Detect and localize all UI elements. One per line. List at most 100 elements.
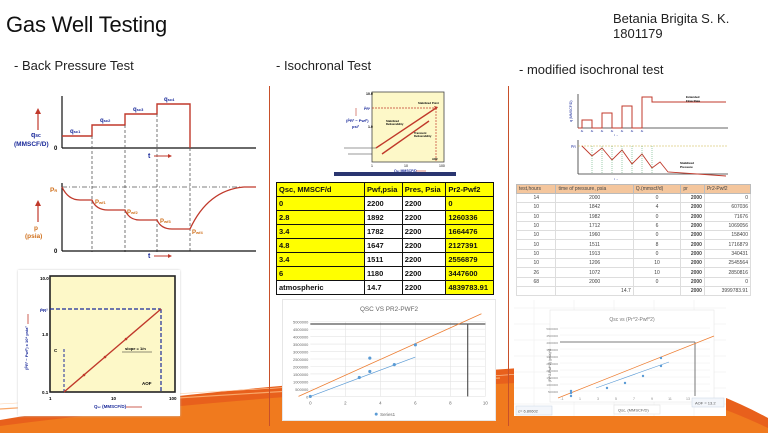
svg-text:3000000: 3000000 bbox=[546, 355, 558, 359]
table-cell: 1647 bbox=[364, 238, 403, 253]
table-cell: 2200 bbox=[401, 210, 447, 225]
table-cell: 2127391 bbox=[445, 238, 494, 253]
author-id: 1801179 bbox=[613, 26, 663, 41]
svg-text:10: 10 bbox=[404, 164, 408, 168]
svg-text:Pwf2: Pwf2 bbox=[127, 210, 138, 216]
svg-text:11: 11 bbox=[668, 397, 672, 401]
svg-text:8: 8 bbox=[449, 400, 452, 405]
svg-text:Δt: Δt bbox=[591, 129, 594, 133]
table-cell: 0 bbox=[703, 192, 752, 204]
svg-text:1.0: 1.0 bbox=[368, 125, 373, 129]
table-header-cell: Pr2-Pwf2 bbox=[445, 182, 494, 197]
svg-text:3500000: 3500000 bbox=[546, 348, 558, 352]
section-label-back-pressure: - Back Pressure Test bbox=[14, 58, 134, 73]
svg-text:qsc3: qsc3 bbox=[133, 107, 144, 113]
svg-text:13: 13 bbox=[686, 397, 690, 401]
table-cell: 8 bbox=[632, 239, 682, 250]
svg-text:Qsc MMSCF/D: Qsc MMSCF/D bbox=[394, 169, 417, 173]
svg-text:4500000: 4500000 bbox=[546, 334, 558, 338]
svg-text:2: 2 bbox=[344, 400, 347, 405]
svg-text:4: 4 bbox=[379, 400, 382, 405]
table-cell: 2200 bbox=[401, 266, 447, 281]
svg-text:5: 5 bbox=[615, 397, 617, 401]
svg-text:qsc2: qsc2 bbox=[100, 118, 111, 124]
back-pressure-rate-pressure-diagram: 0 qsc (MMSCF/D) qsc1 qsc2 qsc3 qsc4 t 0 … bbox=[12, 86, 258, 258]
svg-text:AOF: AOF bbox=[142, 381, 152, 386]
svg-text:1000000: 1000000 bbox=[546, 383, 558, 387]
table-cell: 1842 bbox=[555, 202, 634, 213]
svg-text:P̄R²: P̄R² bbox=[364, 107, 371, 111]
author-block: Betania Brigita S. K. 1801179 bbox=[613, 11, 729, 41]
table-header-cell: time of pressure, psia bbox=[555, 184, 634, 194]
svg-text:Δt: Δt bbox=[621, 129, 624, 133]
table-cell: 3.4 bbox=[276, 252, 365, 267]
table-header-row: Qsc, MMSCF/d Pwf,psia Pres, Psia Pr2-Pwf… bbox=[276, 182, 494, 197]
table-cell: 0 bbox=[703, 276, 752, 287]
table-cell: 0 bbox=[632, 192, 682, 204]
table-cell: 3447600 bbox=[445, 266, 494, 281]
svg-text:(P̄R² − Pwf²) x 10⁶ psia²: (P̄R² − Pwf²) x 10⁶ psia² bbox=[24, 326, 29, 370]
svg-text:Extended: Extended bbox=[686, 95, 700, 99]
table-cell: 2000 bbox=[680, 285, 705, 297]
table-cell: 4 bbox=[632, 202, 682, 213]
table-header-cell: Qsc, MMSCF/d bbox=[276, 182, 365, 197]
table-cell: 2000 bbox=[680, 267, 705, 278]
svg-text:10: 10 bbox=[111, 396, 117, 401]
table-cell: 0 bbox=[445, 196, 494, 211]
svg-text:t: t bbox=[148, 153, 151, 160]
table-row: 3.4 1511 2200 2556879 bbox=[276, 252, 494, 267]
svg-text:0: 0 bbox=[306, 394, 309, 399]
svg-text:qsc4: qsc4 bbox=[164, 97, 175, 103]
table-cell: 10 bbox=[515, 258, 557, 269]
column-divider bbox=[508, 86, 509, 426]
table-cell: 2200 bbox=[401, 196, 447, 211]
svg-text:Qsc (MMSCF/D): Qsc (MMSCF/D) bbox=[94, 404, 127, 409]
table-cell: 14 bbox=[515, 192, 557, 204]
table-cell: 0 bbox=[632, 230, 682, 241]
table-cell: 1260336 bbox=[445, 210, 494, 225]
table-cell: 2200 bbox=[401, 224, 447, 239]
svg-text:Δt: Δt bbox=[581, 129, 584, 133]
table-cell: 2000 bbox=[680, 239, 705, 250]
table-cell: 1072 bbox=[555, 267, 634, 278]
svg-text:-1: -1 bbox=[560, 397, 563, 401]
table-cell: 14.7 bbox=[555, 285, 634, 297]
svg-text:2000000: 2000000 bbox=[293, 364, 309, 369]
svg-text:3500000: 3500000 bbox=[293, 342, 309, 347]
table-cell: 2000 bbox=[680, 211, 705, 222]
table-cell: 1664476 bbox=[445, 224, 494, 239]
table-cell: 2000 bbox=[680, 248, 705, 260]
table-cell: 4839783.91 bbox=[445, 280, 494, 295]
table-cell: 10 bbox=[515, 202, 557, 213]
svg-text:0.1: 0.1 bbox=[42, 390, 49, 395]
table-cell: 1716879 bbox=[703, 239, 752, 250]
svg-text:100: 100 bbox=[169, 396, 177, 401]
table-cell: 340431 bbox=[703, 248, 752, 260]
svg-text:2500000: 2500000 bbox=[546, 362, 558, 366]
svg-text:4500000: 4500000 bbox=[293, 327, 309, 332]
svg-text:100: 100 bbox=[439, 164, 445, 168]
table-cell: 10 bbox=[515, 211, 557, 222]
table-cell: 68 bbox=[515, 276, 557, 287]
svg-text:P̄R²: P̄R² bbox=[40, 307, 48, 313]
svg-text:1: 1 bbox=[371, 164, 373, 168]
svg-text:psi²: psi² bbox=[352, 124, 360, 129]
svg-text:t →: t → bbox=[614, 133, 619, 137]
table-header-cell: test,hours bbox=[515, 184, 557, 194]
chart-title: Qsc vs (Pr^2-Pwf^2) bbox=[609, 317, 655, 323]
table-row: 0 2200 2200 0 bbox=[276, 196, 494, 211]
svg-text:PR: PR bbox=[50, 187, 57, 194]
svg-text:0: 0 bbox=[309, 400, 312, 405]
table-cell: 2000 bbox=[680, 276, 705, 287]
table-cell: 2000 bbox=[555, 192, 634, 204]
table-cell: 10 bbox=[515, 239, 557, 250]
table-row: 3.4 1782 2200 1664476 bbox=[276, 224, 494, 239]
table-header-cell: Q.(mmscf/d) bbox=[632, 184, 682, 194]
c-annotation: c= 6.80602 bbox=[518, 409, 539, 414]
